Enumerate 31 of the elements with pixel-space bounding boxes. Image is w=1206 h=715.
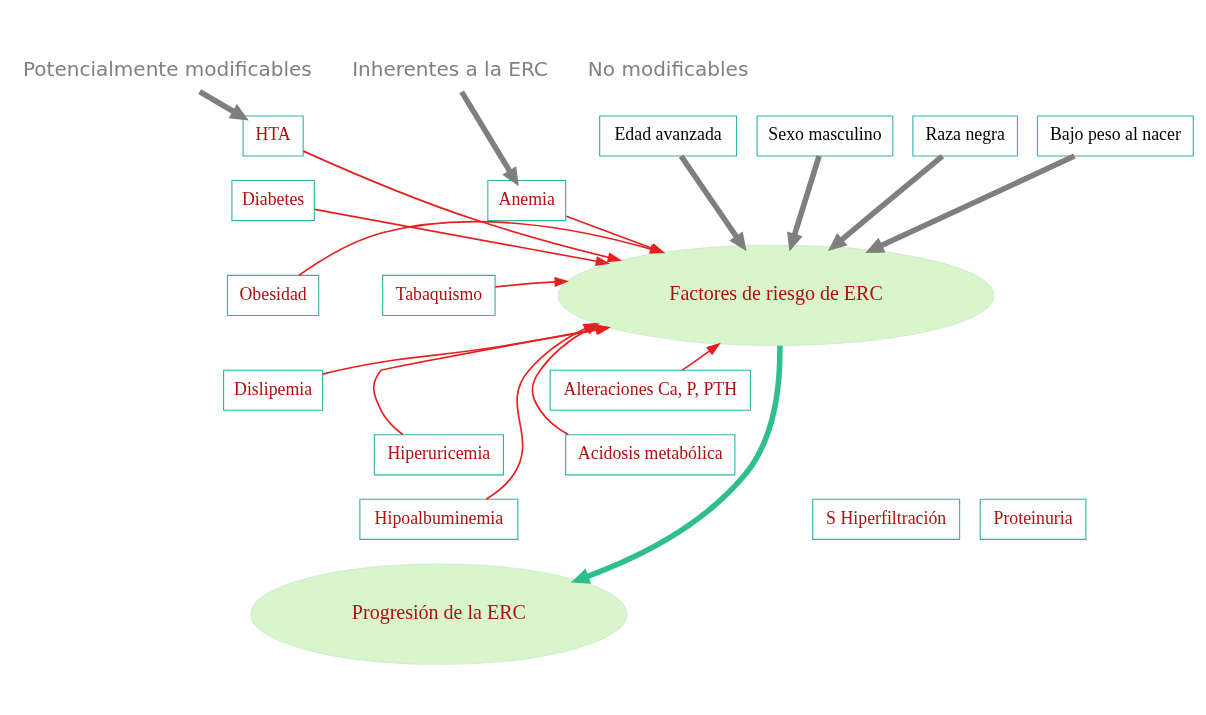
arrow xyxy=(302,149,623,262)
arrow xyxy=(459,89,519,186)
node-box: Bajo peso al nacer xyxy=(1036,114,1194,157)
node-ellipse: Progresión de la ERC xyxy=(250,563,628,665)
node-box: Hiperuricemia xyxy=(373,433,504,475)
node-box: Hipoalbuminemia xyxy=(359,498,519,540)
arrow xyxy=(494,276,569,288)
node-box: Proteinuria xyxy=(979,498,1087,540)
node-box: HTA xyxy=(242,114,304,157)
node-box: S Hiperfiltración xyxy=(812,498,961,540)
node-box: Edad avanzada xyxy=(599,114,738,157)
arrow xyxy=(787,154,822,252)
node-box: Sexo masculino xyxy=(756,114,894,157)
node-box: Raza negra xyxy=(912,114,1019,157)
node-box: Anemia xyxy=(487,179,567,221)
arrow xyxy=(570,345,783,584)
node-text: No modificables xyxy=(587,56,749,81)
node-text: Inherentes a la ERC xyxy=(352,56,548,81)
arrow xyxy=(828,153,945,251)
arrow xyxy=(198,88,249,121)
node-box: Alteraciones Ca, P, PTH xyxy=(549,369,751,411)
node-box: Acidosis metabólica xyxy=(565,433,736,475)
arrow xyxy=(313,208,611,266)
node-box: Obesidad xyxy=(226,274,320,316)
arrow xyxy=(865,153,1076,253)
node-box: Diabetes xyxy=(231,179,315,221)
arrow xyxy=(681,342,721,371)
node-box: Dislipemia xyxy=(223,369,324,411)
node-box: Tabaquismo xyxy=(382,274,496,316)
arrow xyxy=(678,154,747,251)
node-text: Potencialmente modificables xyxy=(23,56,312,81)
